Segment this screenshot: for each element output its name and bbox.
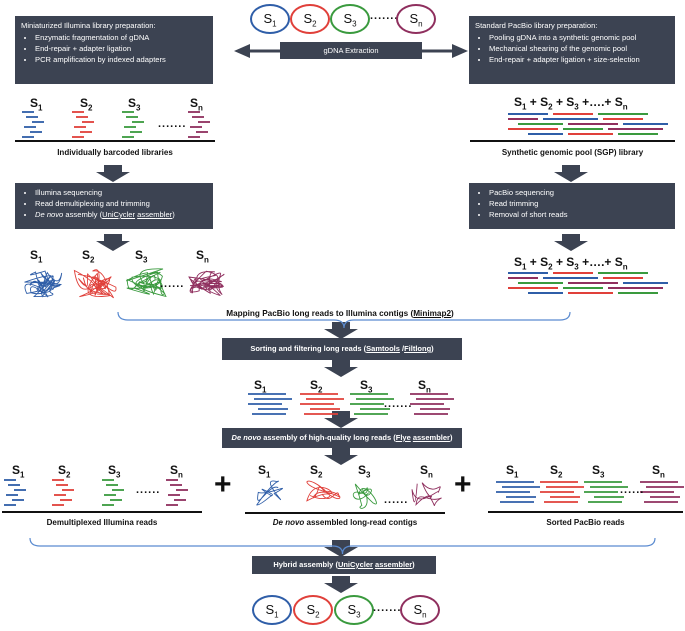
bottom-illumina-sn: Sn: [170, 463, 183, 480]
hybrid-banner: Hybrid assembly (UniCycler assembler): [252, 556, 436, 574]
pool-baseline: [470, 140, 675, 142]
reads-equation: S1 + S2 + S3 +….+ Sn: [514, 255, 628, 272]
sorted-label-sn: Sn: [418, 378, 431, 395]
bottom-illumina-label: Demultiplexed Illumina reads: [46, 518, 158, 527]
down-arrow: [324, 411, 358, 428]
longread-contig: [256, 480, 283, 506]
down-arrow: [554, 165, 588, 182]
contig-label-s3: S3: [135, 248, 148, 265]
longread-contig: [306, 480, 341, 502]
library-baseline: [15, 140, 215, 142]
library-label-s1: S1: [30, 96, 43, 113]
bottom-pacbio-label: Sorted PacBio reads: [546, 518, 625, 527]
illumina-prep-item: PCR amplification by indexed adapters: [35, 55, 207, 64]
bottom-contig-s1: S1: [258, 463, 271, 480]
bottom-contig-sn: Sn: [420, 463, 433, 480]
bottom-illumina-s2: S2: [58, 463, 71, 480]
sample-circle-3: S3: [330, 4, 370, 34]
bottom-illumina-dots: ......: [136, 484, 161, 496]
contig-label-s1: S1: [30, 248, 43, 265]
bottom-contig-baseline: [245, 512, 445, 514]
illumina-prep-item: Enzymatic fragmentation of gDNA: [35, 33, 207, 42]
illumina-seq-item: Read demultiplexing and trimming: [35, 199, 207, 208]
library-dots: .......: [158, 118, 187, 130]
pacbio-seq-item: PacBio sequencing: [489, 188, 669, 197]
mapping-bracket: [117, 311, 571, 329]
contig-dots: ......: [160, 278, 185, 290]
sorted-label-s2: S2: [310, 378, 323, 395]
sample-circle-n: Sn: [396, 4, 436, 34]
hybrid-bracket: [29, 537, 656, 555]
library-label-s3: S3: [128, 96, 141, 113]
sorting-banner: Sorting and filtering long reads (Samtoo…: [222, 338, 462, 360]
illumina-prep-box: Miniaturized Illumina library preparatio…: [15, 16, 213, 84]
bottom-contig-s3: S3: [358, 463, 371, 480]
bottom-contig-s2: S2: [310, 463, 323, 480]
extraction-arrowhead-right: [452, 44, 468, 58]
pacbio-prep-item: End-repair + adapter ligation + size-sel…: [489, 55, 669, 64]
bottom-pacbio-s1: S1: [506, 463, 519, 480]
bottom-pacbio-s2: S2: [550, 463, 563, 480]
illumina-contig: [73, 269, 117, 299]
final-circle-3: S3: [334, 595, 374, 625]
bottom-illumina-s1: S1: [12, 463, 25, 480]
illumina-prep-title: Miniaturized Illumina library preparatio…: [21, 21, 156, 30]
pacbio-seq-box: PacBio sequencing Read trimming Removal …: [469, 183, 675, 229]
denovo-banner: De novo assembly of high-quality long re…: [222, 428, 462, 448]
down-arrow: [324, 322, 358, 339]
down-arrow: [324, 360, 358, 377]
bottom-pacbio-sn: Sn: [652, 463, 665, 480]
libraries-label: Individually barcoded libraries: [57, 148, 173, 157]
pacbio-seq-item: Read trimming: [489, 199, 669, 208]
sample-circle-1: S1: [250, 4, 290, 34]
plus-sign-1: +: [214, 468, 232, 501]
illumina-assembly-item: De novo assembly (UniCycler assembler): [35, 210, 207, 219]
contig-label-s2: S2: [82, 248, 95, 265]
illumina-contig: [24, 270, 63, 298]
pool-equation: S1 + S2 + S3 +….+ Sn: [514, 95, 628, 112]
sorted-label-s3: S3: [360, 378, 373, 395]
bottom-illumina-s3: S3: [108, 463, 121, 480]
illumina-contig: [188, 270, 225, 297]
bottom-pacbio-s3: S3: [592, 463, 605, 480]
down-arrow: [554, 234, 588, 251]
sample-circle-2: S2: [290, 4, 330, 34]
plus-sign-2: +: [454, 468, 472, 501]
gdna-extraction-banner: gDNA Extraction: [280, 42, 422, 59]
sorted-dots: .......: [384, 398, 413, 410]
pacbio-prep-item: Mechanical shearing of the genomic pool: [489, 44, 669, 53]
library-label-sn: Sn: [190, 96, 203, 113]
down-arrow: [324, 576, 358, 593]
bottom-pacbio-baseline: [488, 511, 683, 513]
longread-contig: [352, 483, 377, 509]
sorted-label-s1: S1: [254, 378, 267, 395]
illumina-seq-item: Illumina sequencing: [35, 188, 207, 197]
final-dots: .........: [373, 602, 410, 614]
final-circle-2: S2: [293, 595, 333, 625]
down-arrow: [96, 165, 130, 182]
pacbio-seq-item: Removal of short reads: [489, 210, 669, 219]
illumina-contig: [125, 268, 167, 298]
pacbio-prep-box: Standard PacBio library preparation: Poo…: [469, 16, 675, 84]
bottom-illumina-baseline: [2, 511, 202, 513]
contig-label-sn: Sn: [196, 248, 209, 265]
bottom-contig-label: De novo assembled long-read contigs: [272, 518, 418, 527]
pool-label: Synthetic genomic pool (SGP) library: [501, 148, 644, 157]
final-circle-1: S1: [252, 595, 292, 625]
down-arrow: [96, 234, 130, 251]
pacbio-prep-item: Pooling gDNA into a synthetic genomic po…: [489, 33, 669, 42]
bottom-pacbio-dots: ......: [620, 484, 645, 496]
longread-contig: [411, 482, 442, 506]
pacbio-prep-title: Standard PacBio library preparation:: [475, 21, 598, 30]
bottom-contig-dots: ......: [384, 494, 409, 506]
illumina-seq-box: Illumina sequencing Read demultiplexing …: [15, 183, 213, 229]
final-circle-n: Sn: [400, 595, 440, 625]
extraction-arrowhead-left: [234, 44, 250, 58]
down-arrow: [324, 448, 358, 465]
library-label-s2: S2: [80, 96, 93, 113]
mapping-label: Mapping PacBio long reads to Illumina co…: [226, 309, 454, 318]
illumina-prep-item: End-repair + adapter ligation: [35, 44, 207, 53]
